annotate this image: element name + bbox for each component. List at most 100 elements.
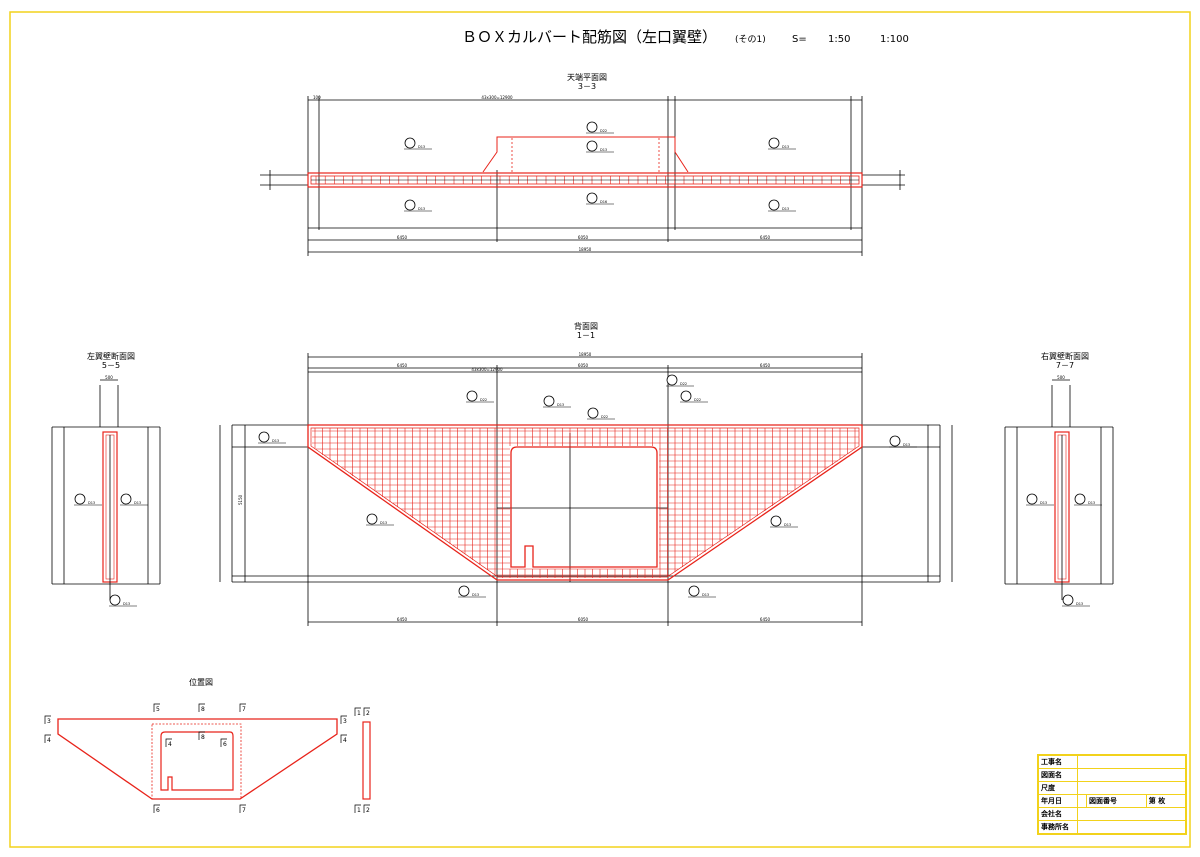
section-mark-label: 6 <box>156 807 160 814</box>
section-mark-bracket <box>354 707 361 716</box>
rebar-callout-label: D13 <box>418 207 425 211</box>
section-mark-bracket <box>363 707 370 716</box>
title-block-label: 会社名 <box>1037 807 1078 821</box>
rebar-callout-circle <box>258 431 270 443</box>
rebar-callout-circle <box>74 493 86 505</box>
section-mark-bracket <box>340 715 347 724</box>
back-dim-pitch: 43x300=12900 <box>471 367 503 372</box>
section-mark-bracket <box>198 731 205 740</box>
rebar-callout-circle <box>889 435 901 447</box>
rebar-callout-circle <box>120 493 132 505</box>
rebar-callout-label: D16 <box>600 200 607 204</box>
scale-2: 1:100 <box>880 34 909 45</box>
section-mark-label: 7 <box>242 706 246 713</box>
rebar-callout-label: D13 <box>702 593 709 597</box>
title-block-label: 事務所名 <box>1037 820 1078 835</box>
section-mark-bracket <box>153 703 160 712</box>
location-map-title: 位置図 <box>189 677 213 687</box>
rebar-callout-circle <box>768 137 780 149</box>
back-dim-side-right: 6450 <box>760 363 771 368</box>
scale-label: S= <box>792 34 807 45</box>
rebar-callout-label: D13 <box>123 602 130 606</box>
back-dim-bottom-center: 6050 <box>578 617 589 622</box>
rebar-callout-label: D22 <box>600 129 607 133</box>
title-block-row: 事務所名 <box>1037 820 1187 835</box>
scale-1: 1:50 <box>828 34 850 45</box>
back-dim-bottom-left: 6450 <box>397 617 408 622</box>
section-mark-label: 8 <box>201 706 205 713</box>
rebar-callout-label: D13 <box>784 523 791 527</box>
section-mark-label: 6 <box>223 741 227 748</box>
section-mark-bracket <box>165 738 172 747</box>
title-block-value <box>1076 794 1088 808</box>
rebar-callout-label: D22 <box>480 398 487 402</box>
section-mark-label: 2 <box>366 710 370 717</box>
rebar-callout-circle <box>587 407 599 419</box>
rebar-callout-circle <box>586 192 598 204</box>
rebar-callout-circle <box>770 515 782 527</box>
title-block-label: 図面名 <box>1037 768 1078 782</box>
title-block-row: 図面名 <box>1037 768 1187 782</box>
drawing-part: (その1) <box>735 34 766 45</box>
plan-view: 100 43x300=12900 6450 6050 6450 18950 <box>260 95 905 256</box>
title-block-label: 工事名 <box>1037 754 1078 769</box>
section-mark-bracket <box>153 804 160 813</box>
section-mark-label: 5 <box>156 706 160 713</box>
section-mark-bracket <box>44 734 51 743</box>
section-mark-label: 1 <box>357 710 361 717</box>
left-wing-title: 左翼壁断面図 <box>87 351 135 361</box>
left-wing-dim-width: 500 <box>105 375 113 380</box>
rebar-callout-label: D13 <box>472 593 479 597</box>
section-mark-bracket <box>363 804 370 813</box>
section-mark-bracket <box>239 703 246 712</box>
plan-dim-side-left: 6450 <box>397 235 408 240</box>
rebar-callout-label: D13 <box>1040 501 1047 505</box>
section-mark-bracket <box>198 703 205 712</box>
rebar-callout-label: D13 <box>903 443 910 447</box>
section-mark-label: 2 <box>366 807 370 814</box>
drawing-title: ＢＯＸカルバート配筋図（左口翼壁） <box>462 28 717 46</box>
rebar-callout-label: D13 <box>418 145 425 149</box>
title-block-row: 会社名 <box>1037 807 1187 821</box>
back-dim-height: 5150 <box>238 494 243 505</box>
rebar-callout-label: D13 <box>134 501 141 505</box>
title-block-value <box>1077 781 1187 795</box>
right-wing-section: 7－7 <box>1056 361 1074 370</box>
title-block-value <box>1077 768 1187 782</box>
section-mark-bracket <box>220 738 227 747</box>
plan-dim-pitch: 43x300=12900 <box>481 95 513 100</box>
title-block-value <box>1077 820 1187 835</box>
section-mark-label: 7 <box>242 807 246 814</box>
rebar-callout-label: D13 <box>1076 602 1083 606</box>
back-view-title: 背面図 <box>574 321 598 331</box>
section-mark-label: 4 <box>343 737 347 744</box>
title-block-value <box>1077 807 1187 821</box>
plan-dim-side-right: 6450 <box>760 235 771 240</box>
left-wing-section-view: 500 <box>51 375 161 600</box>
plan-dim-overall: 18950 <box>579 247 592 252</box>
section-mark-bracket <box>340 734 347 743</box>
rebar-callout-circle <box>543 395 555 407</box>
title-block-value: 第 枚 <box>1145 794 1187 808</box>
back-dim-overall: 18950 <box>579 352 592 357</box>
plan-dim-edge: 100 <box>313 95 321 100</box>
rebar-callout-circle <box>680 390 692 402</box>
rebar-callout-circle <box>586 121 598 133</box>
rebar-callout-circle <box>1074 493 1086 505</box>
plan-view-title: 天端平面図 <box>567 72 607 82</box>
title-block-row: 尺度 <box>1037 781 1187 795</box>
rebar-callout-circle <box>458 585 470 597</box>
plan-dim-center: 6050 <box>578 235 589 240</box>
rebar-callout-label: D22 <box>680 382 687 386</box>
plan-view-section: 3－3 <box>578 82 596 91</box>
rebar-callout-label: D13 <box>782 145 789 149</box>
rebar-callout-circle <box>404 199 416 211</box>
section-mark-label: 3 <box>47 718 51 725</box>
section-mark-bracket <box>354 804 361 813</box>
rebar-callout-label: D22 <box>601 415 608 419</box>
back-view-section: 1－1 <box>577 331 595 340</box>
section-mark-bracket <box>239 804 246 813</box>
title-block: 工事名図面名尺度年月日図面番号第 枚会社名事務所名 <box>1037 754 1187 835</box>
